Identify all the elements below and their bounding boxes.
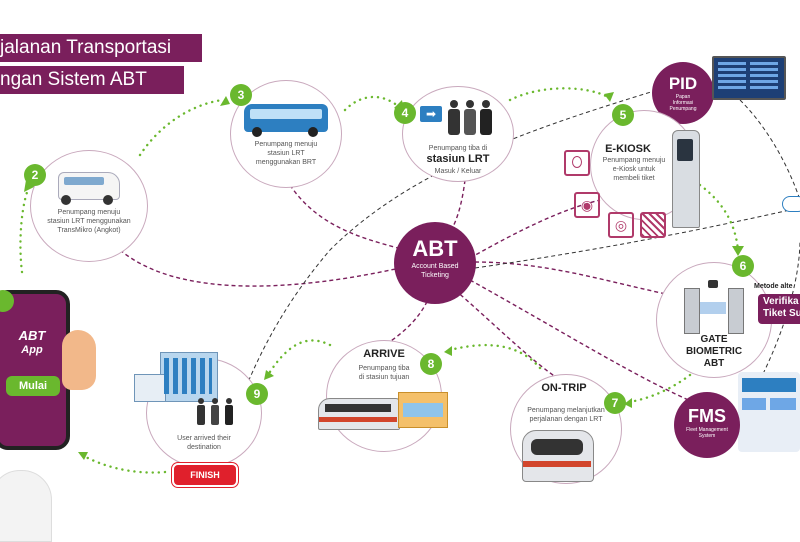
metode-label: Metode alte [754, 283, 793, 290]
control-room-illustration [738, 372, 800, 452]
link-hub-fms [469, 279, 701, 406]
abt-hub-subtitle-1: Account Based [411, 263, 459, 270]
fms-label: FMS [688, 406, 726, 426]
step-3-number: 3 [230, 84, 252, 106]
arrowhead-8 [444, 346, 452, 356]
link-hub-step5 [469, 199, 601, 259]
arrowhead-finish [78, 452, 88, 460]
station-building-icon [398, 392, 448, 428]
link-pid-step9 [239, 79, 691, 401]
step-2-number: 2 [24, 164, 46, 186]
arrowhead-9 [264, 370, 274, 380]
abt-hub: ABT Account Based Ticketing [394, 222, 476, 304]
abt-hub-label: ABT [412, 236, 458, 261]
step-9-number: 9 [246, 383, 268, 405]
flow-7-8 [448, 343, 542, 370]
passengers-icon [448, 100, 496, 136]
lrt-train-side-icon [318, 398, 400, 430]
link-hub-step7 [454, 289, 561, 381]
flow-3-4 [343, 95, 400, 112]
face-scan-icon [564, 150, 590, 176]
step-1-number [0, 290, 14, 312]
step-5-heading: E-KIOSK [605, 143, 651, 155]
gate-icon [684, 280, 744, 334]
abt-app-phone: ABT App Mulai [0, 290, 70, 450]
step-2-circle [30, 150, 148, 262]
title-line-1: jalanan Transportasi [0, 34, 202, 62]
pid-display-icon [712, 56, 786, 100]
title-text-2: ngan Sistem ABT [0, 69, 147, 90]
arrowhead-6 [732, 246, 744, 256]
step-7-number: 7 [604, 392, 626, 414]
arrowhead-3 [220, 96, 230, 106]
hand-illustration [62, 330, 96, 390]
arrowhead-7 [624, 398, 632, 408]
entry-arrow-icon: ➡ [420, 106, 442, 122]
verifikasi-tag: Verifika Tiket Su [758, 294, 800, 324]
travelers-icon [197, 398, 234, 426]
flow-1-2 [19, 183, 32, 274]
step-4-heading: stasiun LRT [426, 153, 490, 165]
link-pid-cloud [739, 99, 800, 201]
bus-icon [244, 104, 328, 137]
arrowhead-5 [604, 92, 614, 102]
cloud-icon [782, 196, 800, 212]
flow-8-9 [266, 339, 332, 377]
step-6-number: 6 [732, 255, 754, 277]
step-8-number: 8 [420, 353, 442, 375]
flow-9-finish [80, 453, 167, 474]
step-8-heading: ARRIVE [363, 348, 405, 360]
finish-badge: FINISH [172, 463, 238, 487]
step-4-number: 4 [394, 102, 416, 124]
app-title-1: ABT [18, 328, 46, 343]
app-title-2: App [21, 344, 43, 356]
flow-2-3 [138, 98, 224, 157]
lrt-train-front-icon [522, 430, 594, 482]
title-text-1: jalanan Transportasi [0, 37, 172, 58]
link-step2-hub [119, 249, 401, 287]
destination-building-icon [134, 352, 220, 406]
step-5-number: 5 [612, 104, 634, 126]
link-hub-cloud [474, 209, 791, 269]
flow-5-6 [698, 183, 740, 252]
qr-code-icon [640, 212, 666, 238]
step-4-caption-bottom: Masuk / Keluar [434, 168, 482, 175]
step-4-caption-top: Penumpang tiba di [428, 145, 488, 152]
flow-6-7 [628, 373, 692, 404]
fingerprint-icon: ◎ [608, 212, 634, 238]
flow-4-5 [508, 87, 610, 102]
minibus-icon [58, 172, 120, 205]
step-7-heading: ON-TRIP [541, 382, 587, 394]
title-line-2: ngan Sistem ABT [0, 66, 184, 94]
pid-label: PID [668, 74, 698, 93]
link-step3-hub [289, 184, 406, 251]
mulai-button[interactable]: Mulai [6, 376, 60, 396]
sleeve-illustration [0, 470, 52, 542]
kiosk-icon [672, 130, 700, 228]
eye-scan-icon: ◉ [574, 192, 600, 218]
abt-hub-subtitle-2: Ticketing [421, 272, 449, 279]
